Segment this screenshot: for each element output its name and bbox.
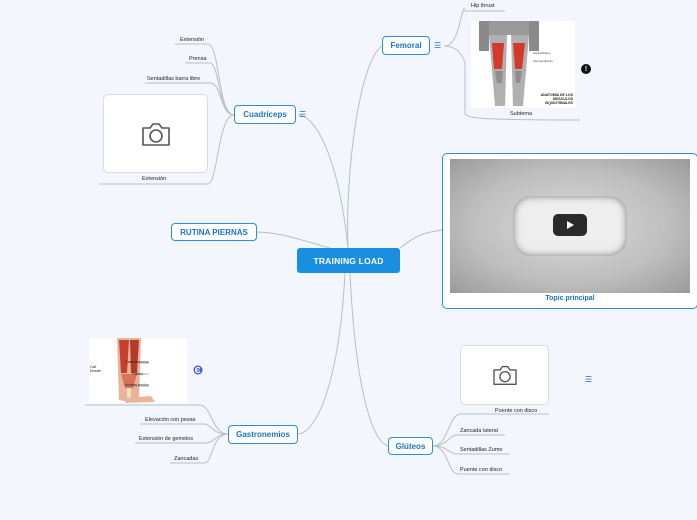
subtopic-extension-de-gemelos[interactable]: Extensión de gemelos [139, 436, 194, 442]
notes-icon[interactable]: ☰ [299, 110, 307, 119]
link-icon[interactable] [193, 365, 203, 375]
notes-icon[interactable]: ☰ [585, 375, 593, 384]
play-button[interactable] [553, 214, 587, 236]
topic-femoral-label: Femoral [390, 41, 422, 50]
subtopic-zancada-lateral[interactable]: Zancada lateral [460, 428, 498, 434]
hamstring-anatomy-illustration [479, 21, 539, 106]
subtopic-prensa[interactable]: Prensa [189, 56, 207, 62]
subtopic-sentadillas-barra-libre[interactable]: Sentadillas barra libre [147, 76, 201, 82]
notes-icon[interactable]: ☰ [434, 41, 442, 50]
cuadriceps-image-caption: Extensión [142, 176, 167, 182]
topic-cuadriceps[interactable]: Cuadriceps [234, 105, 296, 124]
subtopic-zancadas[interactable]: Zancadas [174, 456, 199, 462]
topic-rutina-piernas-label: RUTINA PIERNAS [180, 227, 248, 237]
topic-cuadriceps-label: Cuadriceps [243, 110, 287, 119]
gluteos-image-caption: Puente con disco [495, 408, 538, 414]
subtopic-extension[interactable]: Extensión [180, 37, 205, 43]
info-icon[interactable]: ! [581, 64, 591, 74]
hamstring-label-a: Isquiotibiales [533, 51, 551, 55]
calf-label-b: Gastrocnemius [125, 360, 149, 364]
central-topic[interactable]: TRAINING LOAD [297, 248, 400, 273]
topic-gastronemios[interactable]: Gastronemios [228, 425, 298, 444]
calf-anatomy-illustration [117, 338, 155, 403]
subtopic-elevacion-con-pesas[interactable]: Elevación con pesas [145, 417, 196, 423]
calf-label-c: Soleus [132, 372, 143, 376]
calf-label-d: Achilles tendon [125, 383, 149, 387]
image-placeholder[interactable] [103, 94, 208, 173]
video-thumbnail[interactable] [450, 159, 690, 293]
subtopic-sentadillas-zumo[interactable]: Sentadillas Zumo [460, 447, 503, 453]
hamstring-label-b: Semitendinoso [533, 59, 553, 63]
calf-image[interactable]: Calf Muscle Gastrocnemius Soleus Achille… [89, 338, 187, 403]
hamstring-image[interactable]: Isquiotibiales Semitendinoso ANATOMÍA DE… [471, 21, 575, 108]
topic-gastronemios-label: Gastronemios [236, 430, 290, 439]
topic-rutina-piernas[interactable]: RUTINA PIERNAS [171, 223, 257, 241]
topic-gluteos-label: Glúteos [395, 441, 426, 451]
camera-icon [141, 122, 170, 146]
video-topic-label: Topic principal [545, 295, 595, 302]
hamstring-title: ANATOMÍA DE LOS MÚSCULOS ISQUIOTIBIALES [540, 93, 573, 105]
subtopic-puente-con-disco[interactable]: Puente con disco [460, 467, 503, 473]
camera-icon [492, 365, 517, 385]
central-topic-label: TRAINING LOAD [313, 255, 384, 266]
calf-label-a: Calf Muscle [90, 365, 102, 373]
topic-gluteos[interactable]: Glúteos [388, 437, 433, 455]
subtopic-hip-thrust[interactable]: Hip thrust [471, 3, 495, 9]
play-icon [567, 221, 574, 229]
topic-femoral[interactable]: Femoral [382, 36, 430, 55]
image-placeholder[interactable] [460, 345, 549, 405]
femoral-image-caption: Subtema [510, 111, 533, 117]
